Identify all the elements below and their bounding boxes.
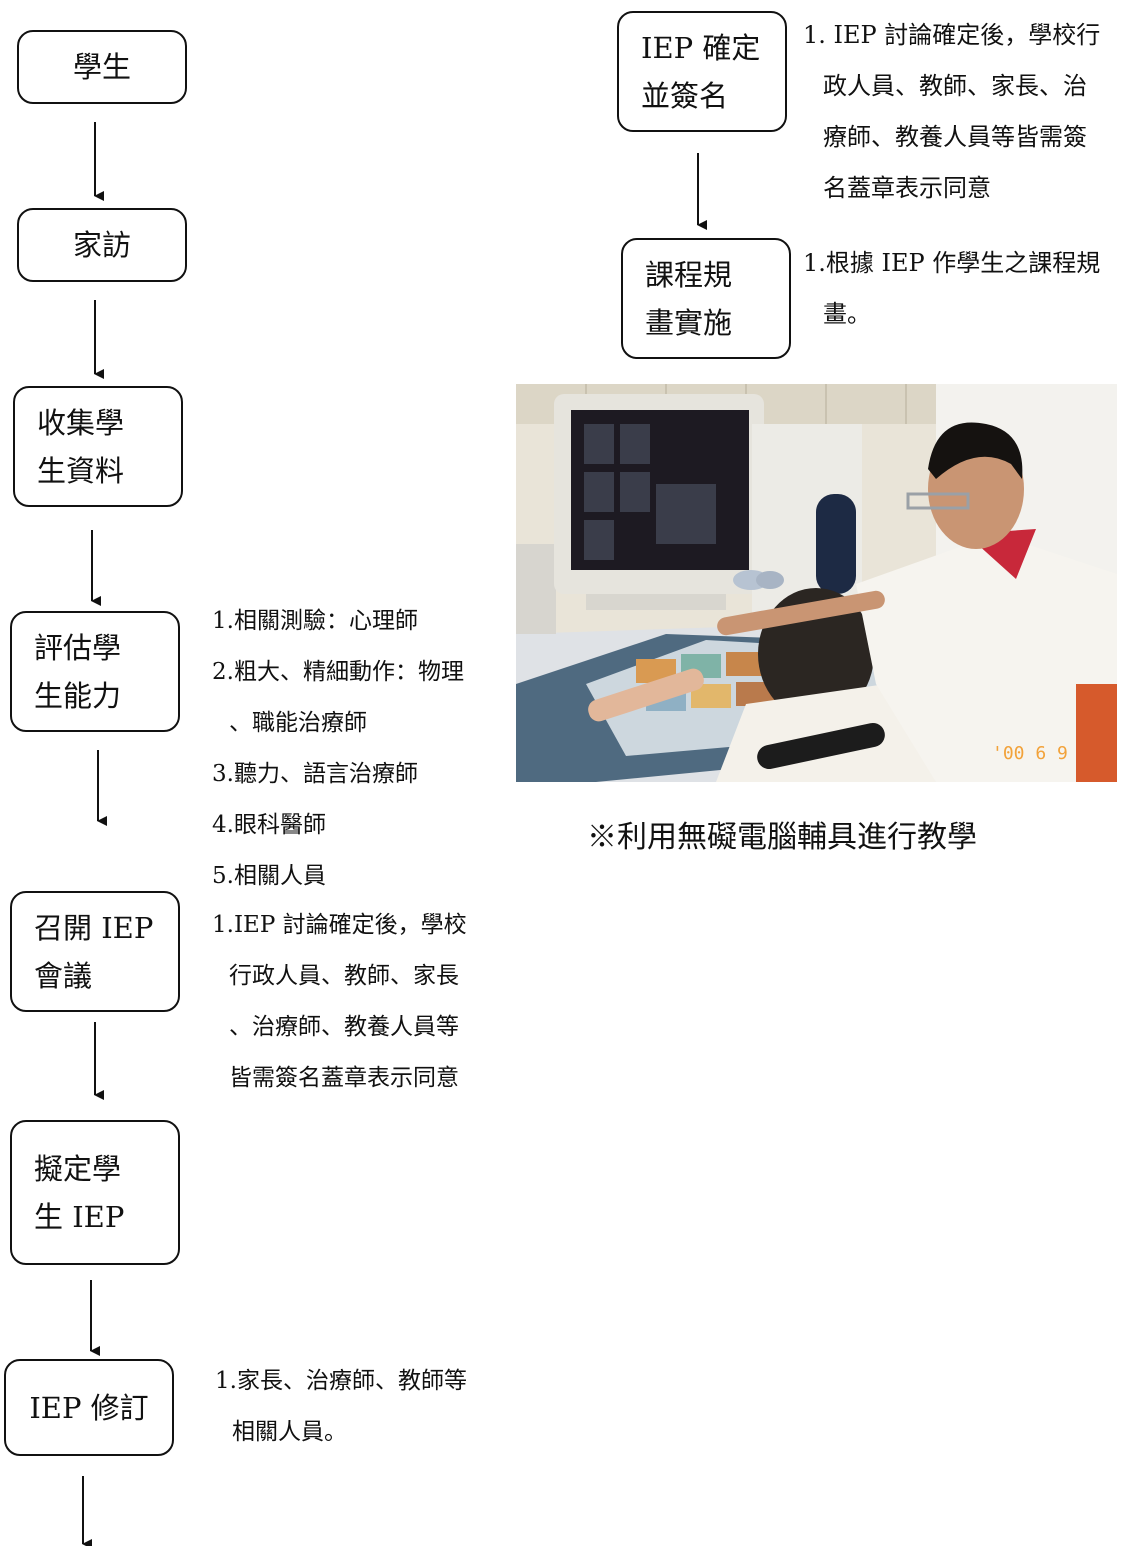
flow-box-student: 學生 (17, 30, 187, 104)
flow-box-iep-revise: IEP 修訂 (4, 1359, 174, 1456)
flow-box-draft-iep: 擬定學 生 IEP (10, 1120, 180, 1265)
note-curriculum: 1.根據 IEP 作學生之課程規 畫。 (803, 238, 1100, 340)
note-line: 1.IEP 討論確定後，學校 (212, 912, 467, 938)
note-line: 3.聽力、語言治療師 (212, 761, 418, 787)
flow-box-label-line2: 生資料 (37, 453, 125, 488)
note-assess-ability: 1.相關測驗：心理師 2.粗大、精細動作：物理 、職能治療師 3.聽力、語言治療… (212, 596, 464, 902)
note-iep-meeting: 1.IEP 討論確定後，學校 行政人員、教師、家長 、治療師、教養人員等 皆需簽… (212, 900, 467, 1104)
note-line: 4.眼科醫師 (212, 812, 326, 838)
flow-box-label-line2: 並簽名 (641, 78, 729, 113)
note-line: 皆需簽名蓋章表示同意 (229, 1065, 459, 1091)
flow-box-iep-confirm-sign: IEP 確定 並簽名 (617, 11, 787, 132)
note-line: 1.根據 IEP 作學生之課程規 (803, 249, 1101, 277)
note-line: 2.粗大、精細動作：物理 (212, 659, 464, 685)
teaching-photo: '00 6 9 (516, 384, 1117, 782)
flow-box-curriculum-plan: 課程規 畫實施 (621, 238, 791, 359)
note-line: 療師、教養人員等皆需簽 (823, 123, 1087, 151)
flow-box-label: 家訪 (72, 228, 131, 262)
photo-caption: ※利用無礙電腦輔具進行教學 (587, 820, 977, 855)
flow-box-label: 學生 (72, 50, 131, 84)
note-line: 相關人員。 (232, 1419, 347, 1445)
flow-box-label-line2: 生 IEP (34, 1199, 125, 1234)
note-line: 名蓋章表示同意 (823, 174, 991, 202)
flow-box-assess-ability: 評估學 生能力 (10, 611, 180, 732)
photo-date-stamp: '00 6 9 (992, 743, 1068, 764)
note-iep-revise: 1.家長、治療師、教師等 相關人員。 (215, 1356, 467, 1458)
flow-box-label-line1: IEP 確定 (641, 30, 761, 65)
note-line: 、治療師、教養人員等 (229, 1014, 459, 1040)
flow-box-label-line1: 召開 IEP (34, 910, 154, 945)
note-line: 1.相關測驗：心理師 (212, 608, 418, 634)
teaching-photo-illustration: '00 6 9 (516, 384, 1117, 782)
flow-box-label-line1: 課程規 (645, 257, 733, 292)
note-line: 政人員、教師、家長、治 (823, 72, 1087, 100)
note-line: 、職能治療師 (229, 710, 367, 736)
note-line: 行政人員、教師、家長 (229, 963, 459, 989)
flow-box-label-line2: 畫實施 (645, 305, 733, 340)
flow-box-label-line2: 會議 (34, 958, 93, 993)
flow-box-label-line1: 評估學 (34, 630, 122, 665)
flow-box-label: IEP 修訂 (29, 1390, 149, 1425)
flow-box-label-line1: 擬定學 (34, 1151, 122, 1186)
note-iep-confirm: 1. IEP 討論確定後，學校行 政人員、教師、家長、治 療師、教養人員等皆需簽… (803, 10, 1100, 214)
flow-box-iep-meeting: 召開 IEP 會議 (10, 891, 180, 1012)
note-line: 畫。 (823, 300, 871, 328)
flow-box-label-line2: 生能力 (34, 678, 122, 713)
note-line: 5.相關人員 (212, 863, 326, 889)
flow-box-home-visit: 家訪 (17, 208, 187, 282)
note-line: 1.家長、治療師、教師等 (215, 1368, 467, 1394)
note-line: 1. IEP 討論確定後，學校行 (803, 21, 1101, 49)
flow-box-collect-data: 收集學 生資料 (13, 386, 183, 507)
flow-box-label-line1: 收集學 (37, 405, 125, 440)
